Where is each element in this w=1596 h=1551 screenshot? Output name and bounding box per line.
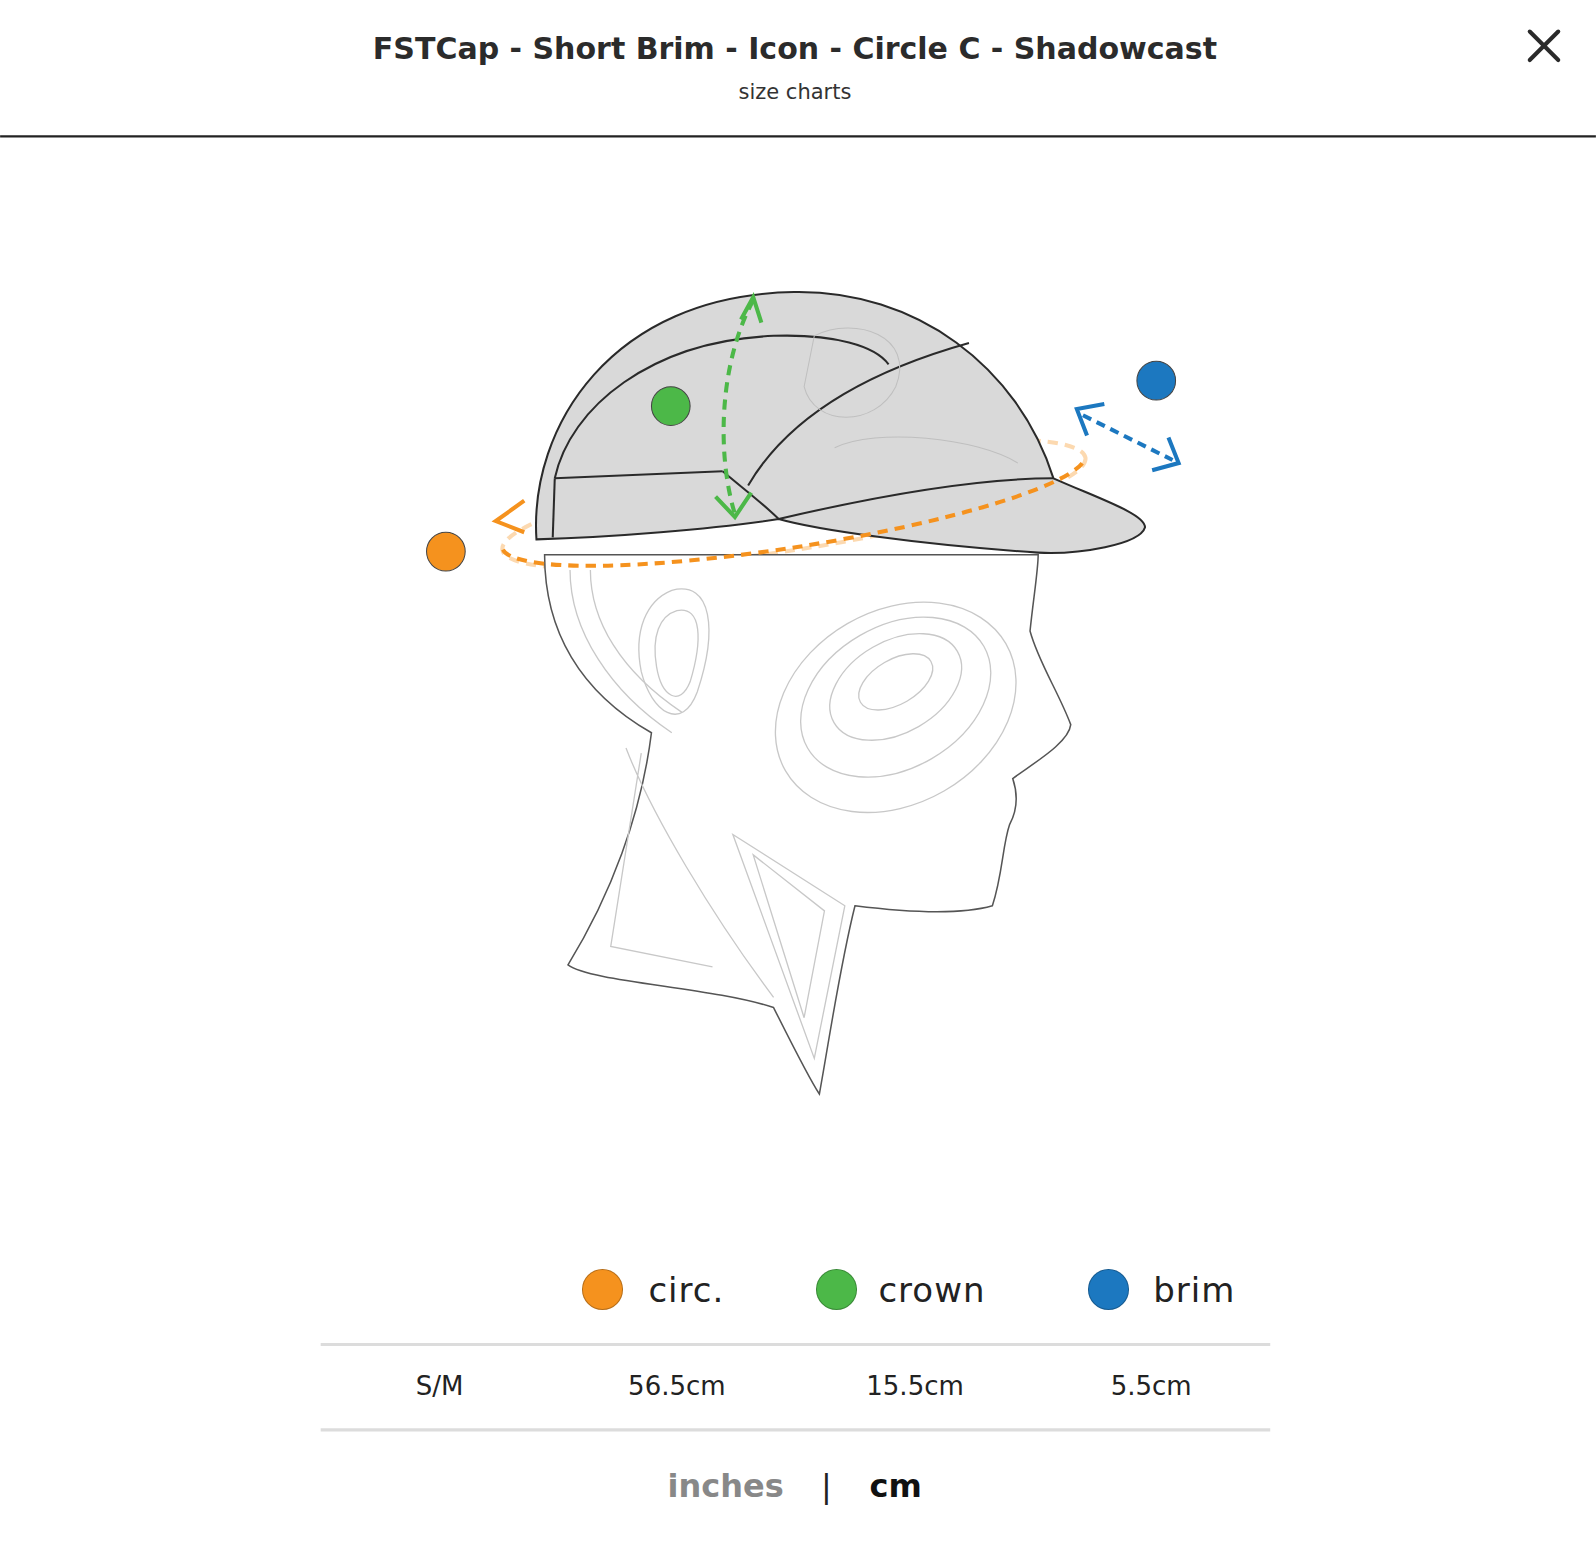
legend-label: circ. (648, 1270, 724, 1310)
unit-toggle: cm (870, 1467, 922, 1505)
crown-cell: 15.5cm (866, 1371, 964, 1401)
legend-swatch (1088, 1269, 1129, 1310)
modal-title: FSTCap - Short Brim - Icon - Circle C - … (373, 30, 1217, 65)
legend-label: brim (1153, 1270, 1235, 1310)
size-cell: S/M (416, 1371, 464, 1401)
circ-cell: 56.5cm (628, 1371, 726, 1401)
legend-swatch (582, 1269, 623, 1310)
legend-label: crown (878, 1270, 985, 1310)
legend-swatch (816, 1269, 857, 1310)
brim-cell: 5.5cm (1111, 1371, 1192, 1401)
subtitle: size charts (738, 80, 851, 104)
unit-separator: | (821, 1467, 832, 1505)
unit-toggle: inches (668, 1467, 784, 1505)
